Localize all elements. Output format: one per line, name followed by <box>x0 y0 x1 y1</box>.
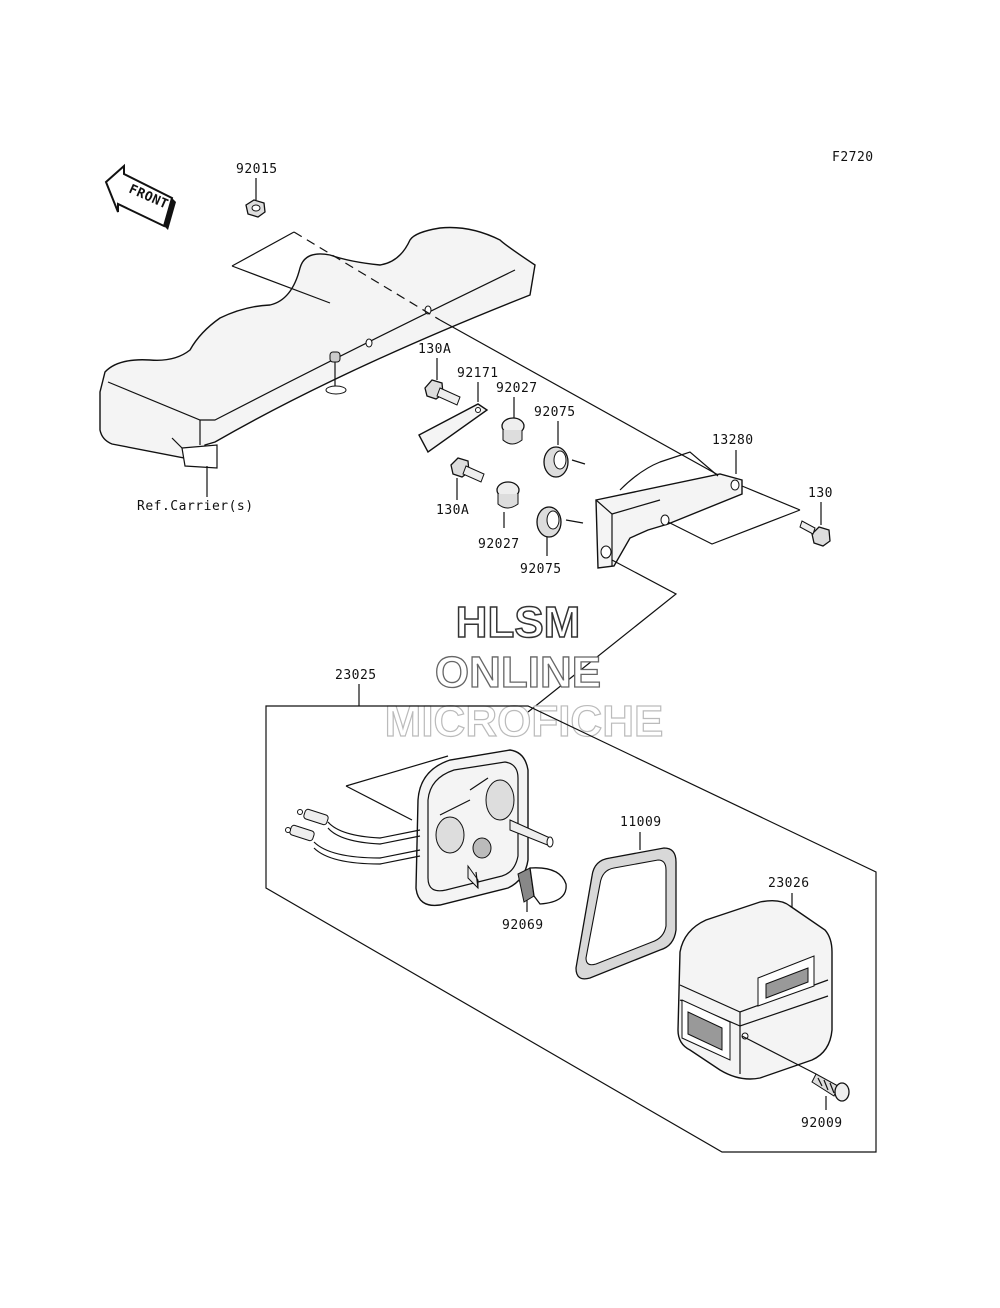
leader-13280-box-b <box>741 485 801 511</box>
callout-92015: 92015 <box>236 162 278 177</box>
plate-92171 <box>418 403 489 454</box>
callout-92171: 92171 <box>457 366 499 381</box>
watermark-line2: ONLINE <box>435 648 601 697</box>
lens-23026 <box>677 899 833 1080</box>
callout-92027-bottom: 92027 <box>478 537 520 552</box>
leader-92015-b <box>231 265 331 304</box>
dashed-axis <box>293 231 441 321</box>
bracket-13280 <box>595 451 743 569</box>
leader-bracket-to-box <box>527 559 678 713</box>
leader-23025-inner <box>345 755 449 821</box>
bulb-92069-icon <box>517 867 567 905</box>
callout-23025: 23025 <box>335 668 377 683</box>
watermark: HLSM ONLINE MICROFICHE <box>384 597 664 746</box>
leader-92075-top-b <box>571 459 586 465</box>
leader-13280-axis <box>439 319 721 477</box>
leader-92075-bottom-b <box>565 519 584 524</box>
collar-92027-bottom-icon <box>496 481 520 509</box>
callout-92069: 92069 <box>502 918 544 933</box>
callout-11009: 11009 <box>620 815 662 830</box>
callout-130A-top: 130A <box>418 342 451 357</box>
bolt-130A-top-icon <box>424 379 461 406</box>
grommet-92075-bottom-icon <box>536 506 562 538</box>
gasket-11009 <box>575 847 677 980</box>
leader-13280-box <box>667 509 801 545</box>
nut-92015-icon <box>245 199 266 218</box>
lamp-wires <box>285 808 421 865</box>
lamp-base-23025 <box>415 749 554 907</box>
reference-carrier-label: Ref.Carrier(s) <box>137 499 254 514</box>
callout-130A-bottom: 130A <box>436 503 469 518</box>
bolt-130-icon <box>799 520 831 547</box>
callout-92075-top: 92075 <box>534 405 576 420</box>
carrier-reference-part <box>99 226 536 469</box>
screw-92009-icon <box>811 1073 850 1102</box>
assembly-box-23025 <box>265 705 877 1153</box>
callout-13280: 13280 <box>712 433 754 448</box>
callout-92075-bottom: 92075 <box>520 562 562 577</box>
bolt-130A-bottom-icon <box>450 457 485 483</box>
leader-92009-a <box>741 1035 817 1075</box>
collar-92027-top-icon <box>501 417 525 445</box>
callout-130: 130 <box>808 486 833 501</box>
watermark-line3: MICROFICHE <box>385 697 664 746</box>
grommet-92075-top-icon <box>543 446 569 478</box>
diagram-code: F2720 <box>832 150 874 165</box>
callout-92009: 92009 <box>801 1116 843 1131</box>
front-arrow-icon: FRONT <box>104 163 176 230</box>
watermark-line1: HLSM <box>456 598 581 647</box>
callout-23026: 23026 <box>768 876 810 891</box>
callout-92027-top: 92027 <box>496 381 538 396</box>
leader-92015-a <box>231 231 295 267</box>
